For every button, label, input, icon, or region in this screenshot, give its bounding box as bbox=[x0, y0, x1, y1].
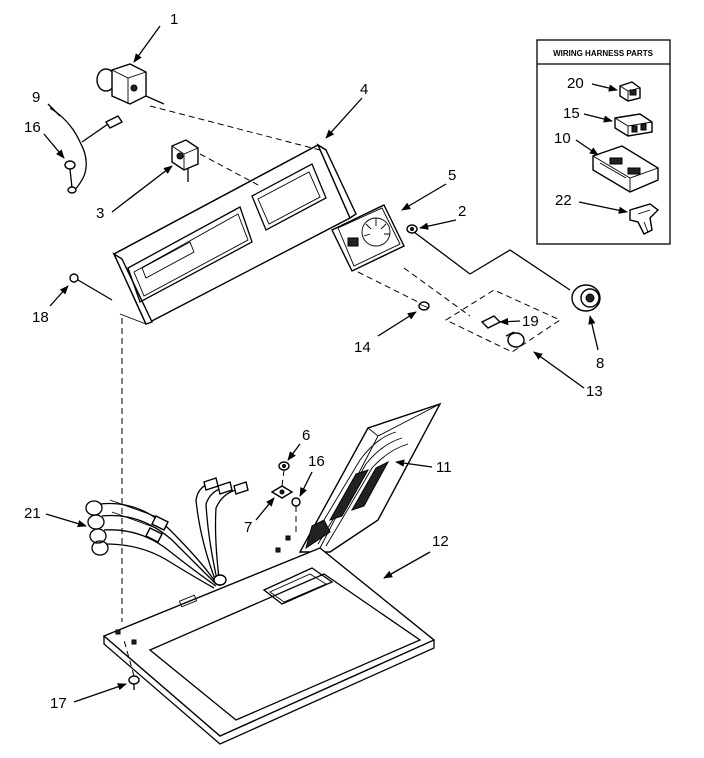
part-18-screw bbox=[69, 273, 113, 301]
part-8-knob bbox=[571, 284, 601, 312]
callout-1: 1 bbox=[170, 11, 178, 28]
part-11-harness-cover bbox=[298, 402, 442, 553]
part-5-timer bbox=[331, 204, 405, 272]
callout-2: 2 bbox=[458, 203, 466, 220]
harness-box-title: WIRING HARNESS PARTS bbox=[553, 49, 654, 58]
callout-7: 7 bbox=[244, 519, 252, 536]
part-13-knob-insert bbox=[505, 331, 525, 348]
callout-9: 9 bbox=[32, 89, 40, 106]
part-16-screw-upper bbox=[64, 160, 77, 194]
part-6-nut bbox=[278, 461, 290, 471]
harness-part-22 bbox=[629, 203, 660, 235]
callout-12: 12 bbox=[432, 533, 449, 550]
callout-5: 5 bbox=[448, 167, 456, 184]
callout-16-upper: 16 bbox=[24, 119, 41, 136]
part-21-wire-harness bbox=[85, 477, 249, 589]
part-12-top-base bbox=[102, 535, 436, 745]
part-14-screw bbox=[418, 301, 430, 311]
callout-6: 6 bbox=[302, 427, 310, 444]
callout-21: 21 bbox=[24, 505, 41, 522]
part-9-wire bbox=[49, 107, 124, 193]
harness-label-15: 15 bbox=[563, 105, 580, 122]
part-17-screw bbox=[128, 675, 140, 690]
callout-labels: 1 9 16 3 4 5 2 18 14 19 8 13 6 16 11 21 … bbox=[24, 11, 604, 712]
part-2-nut bbox=[406, 224, 418, 234]
callout-16-lower: 16 bbox=[308, 453, 325, 470]
callout-3: 3 bbox=[96, 205, 104, 222]
callout-17: 17 bbox=[50, 695, 67, 712]
callout-19: 19 bbox=[522, 313, 539, 330]
callout-11: 11 bbox=[436, 459, 452, 476]
part-3-switch bbox=[171, 139, 199, 182]
callout-8: 8 bbox=[596, 355, 604, 372]
wiring-harness-parts-box: WIRING HARNESS PARTS 20 bbox=[536, 39, 671, 245]
callout-18: 18 bbox=[32, 309, 49, 326]
part-7-bracket bbox=[270, 485, 294, 499]
control-panel bbox=[112, 143, 357, 325]
harness-label-10: 10 bbox=[554, 130, 571, 147]
harness-part-20 bbox=[619, 81, 641, 102]
callout-4: 4 bbox=[360, 81, 368, 98]
part-19-clip bbox=[480, 315, 502, 329]
callout-13: 13 bbox=[586, 383, 603, 400]
part-1-switch bbox=[96, 63, 165, 105]
harness-label-20: 20 bbox=[567, 75, 584, 92]
callout-14: 14 bbox=[354, 339, 371, 356]
harness-part-15 bbox=[614, 113, 653, 137]
harness-part-10 bbox=[592, 145, 659, 193]
harness-label-22: 22 bbox=[555, 192, 572, 209]
part-16-screw-lower bbox=[291, 497, 301, 536]
